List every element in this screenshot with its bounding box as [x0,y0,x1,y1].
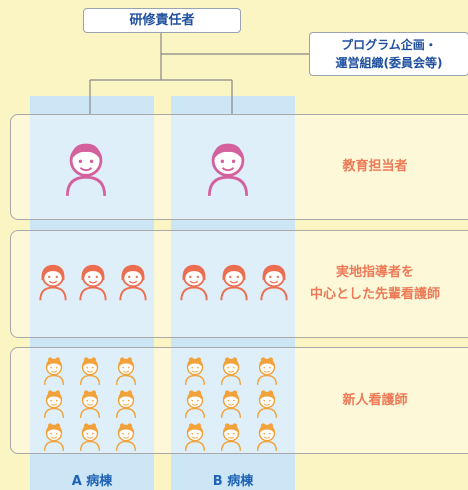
new-nurse-icon [40,354,68,386]
new-nurse-icon [112,354,140,386]
educator-label: 教育担当者 [342,159,408,174]
new-nurse-icon [217,420,245,452]
new-nurse-icon [253,354,281,386]
new-nurse-icon [217,387,245,419]
new-nurse-icon [181,387,209,419]
senior-nurse-label: 実地指導者を 中心とした先輩看護師 [300,262,450,306]
new-nurse-icon [253,420,281,452]
new-nurse-icon [40,420,68,452]
new-nurse-icon [181,420,209,452]
senior-nurse-label-line2: 中心とした先輩看護師 [309,287,440,302]
senior-nurse-icon [114,258,152,302]
program-box-line1: プログラム企画・ [341,38,437,52]
educator-icon [200,134,256,198]
new-nurse-icon [253,387,281,419]
ward-a-label: A 病棟 [71,474,113,489]
new-nurse-label: 新人看護師 [342,393,408,408]
educator-icon [58,134,114,198]
new-nurse-icon [181,354,209,386]
ward-b-label: B 病棟 [212,474,254,489]
new-nurse-icon [76,354,104,386]
new-nurse-icon [40,387,68,419]
new-nurse-icon [76,387,104,419]
program-box-line2: 運営組織(委員会等) [335,56,443,70]
training-director-box: 研修責任者 [83,8,241,33]
senior-nurse-icon [255,258,293,302]
program-organization-box: プログラム企画・ 運営組織(委員会等) [309,32,468,76]
senior-nurse-label-line1: 実地指導者を [335,265,414,280]
new-nurse-icon [112,420,140,452]
new-nurse-icon [76,420,104,452]
senior-nurse-icon [175,258,213,302]
senior-nurse-icon [215,258,253,302]
senior-nurse-icon [74,258,112,302]
new-nurse-icon [112,387,140,419]
senior-nurse-icon [34,258,72,302]
new-nurse-icon [217,354,245,386]
